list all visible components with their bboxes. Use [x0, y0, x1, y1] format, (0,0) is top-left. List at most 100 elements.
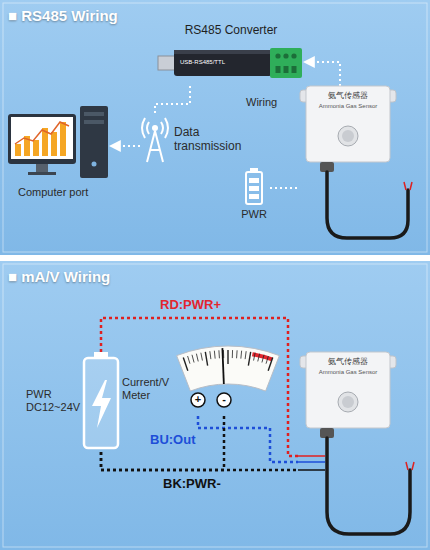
wire-tips: [404, 182, 412, 190]
meter-tick: [218, 350, 220, 358]
antenna-mast: [147, 131, 163, 162]
node-text: Computer port: [18, 186, 110, 199]
section-heading: ■ mA/V Wiring: [8, 268, 110, 285]
chart-bar: [51, 132, 57, 156]
node-text: 氨气传感器: [306, 357, 390, 366]
wire-connector: [101, 416, 224, 470]
node-text: RS485 Converter: [166, 24, 296, 38]
sensor-knob: [338, 392, 358, 412]
meter-tick: [210, 351, 211, 359]
meter-gauge: [177, 346, 280, 391]
sensor-cable: [327, 172, 408, 238]
meter-tick: [183, 357, 188, 370]
node-text: Current/V Meter: [122, 376, 176, 401]
battery-level: [249, 194, 259, 199]
battery-node: PWR: [238, 168, 270, 230]
meter-face: [177, 346, 280, 391]
meter-tick: [268, 357, 273, 370]
node-text: Ammonia Gas Sensor: [306, 103, 390, 110]
wire-connector: [101, 452, 298, 470]
battery-body: [84, 358, 118, 448]
terminal-negative: [217, 393, 231, 407]
node-text: -: [216, 393, 232, 406]
node-text: 氨气传感器: [306, 91, 390, 100]
sensor-housing: [306, 352, 390, 428]
antenna-node: Data transmission: [140, 116, 254, 166]
antenna-tip: [152, 125, 158, 131]
meter-tick: [192, 355, 194, 363]
top-panel-frame: [3, 3, 427, 252]
chart-bar: [60, 122, 66, 156]
sensor-node: 氨气传感器 Ammonia Gas Sensor: [298, 352, 422, 542]
radio-waves: [142, 118, 168, 138]
meter-tick: [262, 355, 264, 363]
sensor-knob-core: [342, 130, 354, 142]
terminal-screw: [275, 53, 280, 58]
section-heading: ■ RS485 Wiring: [8, 7, 118, 24]
meter-tick: [248, 352, 250, 366]
monitor-frame: [8, 114, 76, 164]
meter-tick: [232, 350, 233, 358]
node-illustration: [298, 86, 422, 246]
sensor-node: 氨气传感器 Ammonia Gas Sensor: [298, 86, 422, 246]
meter-tick: [227, 350, 228, 364]
wire-connector: [304, 62, 340, 86]
bottom-panel: [0, 261, 430, 550]
usb-plug: [158, 56, 176, 70]
monitor-base: [28, 172, 56, 175]
sensor-knob-core: [342, 396, 354, 408]
monitor-screen: [11, 117, 73, 159]
meter-tick: [240, 351, 242, 359]
battery-level: [249, 186, 259, 191]
wire-connector: [110, 145, 140, 147]
meter-tick: [188, 356, 190, 364]
wire-black-stub: [298, 469, 325, 471]
pc-tower: [80, 106, 108, 178]
node-text: Ammonia Gas Sensor: [306, 369, 390, 376]
chart-bar: [15, 144, 21, 156]
meter-tick: [236, 350, 238, 358]
node-text: +: [190, 393, 206, 406]
wire-label: BK:PWR-: [163, 477, 221, 492]
meter-needle: [222, 348, 223, 384]
power-button: [92, 162, 97, 167]
sensor-cable: [327, 438, 410, 534]
wire-connector: [101, 318, 298, 456]
terminal-screw: [291, 53, 296, 58]
monitor-stand: [36, 164, 48, 172]
wire-red-stub: [298, 455, 325, 457]
meter-tick: [214, 351, 216, 359]
node-text: PWR: [238, 208, 270, 221]
converter-node: RS485 ConverterUSB-RS485/TTL: [158, 22, 304, 86]
converter-body: [174, 50, 272, 76]
terminal-screw: [283, 53, 288, 58]
terminal-slot: [284, 66, 289, 73]
node-text: USB-RS485/TTL: [180, 59, 266, 66]
meter-tick: [196, 354, 198, 362]
wire-blue-stub: [298, 461, 325, 463]
wire-label: Wiring: [246, 96, 277, 109]
converter-edge: [174, 50, 272, 54]
wire-tips: [406, 462, 414, 470]
terminal-block: [270, 48, 302, 78]
computer-node: Computer port: [6, 104, 110, 202]
wire-connector: [270, 187, 298, 189]
bottom-panel-frame: [3, 264, 427, 547]
meter-tick: [245, 351, 246, 359]
power-supply-node: PWR DC12~24V: [26, 352, 120, 452]
wire-connector: [155, 86, 190, 116]
meter-tick: [254, 353, 256, 361]
node-illustration: [238, 168, 270, 230]
node-illustration: [298, 352, 422, 542]
meter-node: Current/V Meter +-: [122, 338, 278, 416]
meter-tick: [201, 353, 203, 361]
top-panel: [0, 0, 430, 255]
wire-connector: [198, 416, 298, 462]
wire-label: RD:PWR+: [160, 298, 221, 313]
terminal-positive: [191, 393, 205, 407]
meter-tick: [258, 354, 260, 362]
lightning-bolt: [92, 380, 111, 428]
node-text: Data transmission: [174, 126, 252, 154]
chart-bar: [33, 140, 39, 156]
